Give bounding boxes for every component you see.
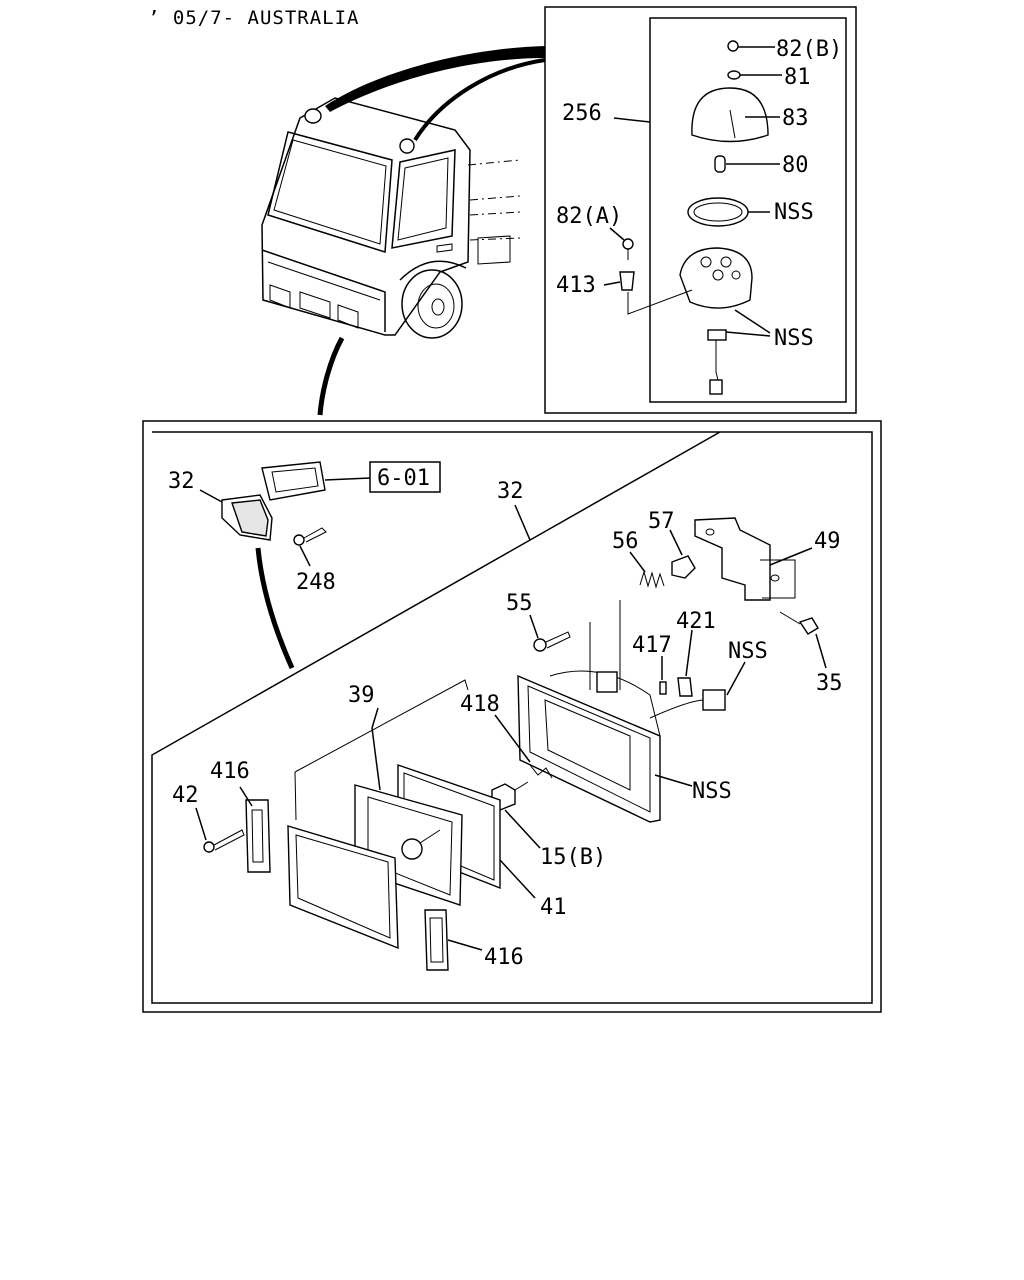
dome-83 [691, 87, 769, 143]
label-416-top: 416 [210, 759, 250, 784]
diagram-title: ’ 05/7- AUSTRALIA [148, 7, 359, 29]
label-nss-ring: NSS [774, 200, 814, 225]
label-15b: 15(B) [540, 845, 606, 870]
label-248: 248 [296, 570, 336, 595]
screw-82a [622, 238, 634, 250]
ref-box-6-01 [369, 461, 441, 493]
connector-nss-lamp [702, 689, 726, 711]
label-57: 57 [648, 509, 675, 534]
bulb-80 [714, 155, 726, 173]
label-418: 418 [460, 692, 500, 717]
wire-418 [529, 764, 553, 779]
label-nss-connector: NSS [728, 639, 768, 664]
grommet-413 [619, 271, 635, 291]
label-49: 49 [814, 529, 841, 554]
small-lamp-leader [255, 547, 295, 670]
label-nss-base: NSS [774, 326, 814, 351]
label-83: 83 [782, 106, 809, 131]
bracket-49 [694, 517, 771, 601]
label-56: 56 [612, 529, 639, 554]
connector-plug [709, 379, 723, 395]
label-32-small: 32 [168, 469, 195, 494]
label-256: 256 [562, 101, 602, 126]
beacon-base [679, 247, 753, 309]
label-82b: 82(B) [776, 37, 842, 62]
side-markers [195, 786, 483, 971]
screw-35 [798, 617, 819, 635]
foglamp-leader [317, 336, 345, 416]
foglamp-panel-outer [142, 420, 882, 1013]
label-421: 421 [676, 609, 716, 634]
small-lamp-group [199, 461, 371, 567]
lamp-housing [517, 674, 661, 823]
label-32: 32 [497, 479, 524, 504]
beacon-parts [603, 40, 782, 395]
washer-81 [727, 70, 741, 80]
label-35: 35 [816, 671, 843, 696]
label-39: 39 [348, 683, 375, 708]
marker-416-bottom [424, 909, 449, 971]
label-416-bottom: 416 [484, 945, 524, 970]
foglamp-panel-inner [151, 431, 873, 1004]
ring-nss [687, 197, 749, 227]
label-413: 413 [556, 273, 596, 298]
label-nss-housing: NSS [692, 779, 732, 804]
beacon-leader-1 [325, 46, 545, 112]
pin-417 [659, 681, 667, 695]
label-42: 42 [172, 783, 199, 808]
label-ref-6-01: 6-01 [377, 466, 430, 491]
truck-illustration [261, 97, 521, 339]
bezel-6-01 [261, 461, 326, 501]
clip-421 [677, 677, 693, 697]
label-80: 80 [782, 153, 809, 178]
label-41: 41 [540, 895, 567, 920]
screw-82b [727, 40, 739, 52]
lamp-front-group [287, 679, 536, 950]
housing-tab [596, 671, 618, 693]
beacon-leader-2 [413, 58, 546, 142]
marker-416-top [245, 799, 271, 873]
connector-nss [707, 329, 727, 341]
beacon-inset-outer [544, 6, 857, 414]
lamp-housing-group [491, 670, 693, 849]
spring-56 [639, 570, 665, 589]
bracket-hardware [529, 517, 827, 719]
key-248 [293, 534, 305, 546]
label-417: 417 [632, 633, 672, 658]
label-81: 81 [784, 65, 811, 90]
beacon-inset-inner [649, 17, 847, 403]
screw-42 [203, 841, 215, 853]
label-55: 55 [506, 591, 533, 616]
nut-57 [671, 555, 696, 579]
label-82a: 82(A) [556, 204, 622, 229]
bolt-55 [533, 638, 547, 652]
